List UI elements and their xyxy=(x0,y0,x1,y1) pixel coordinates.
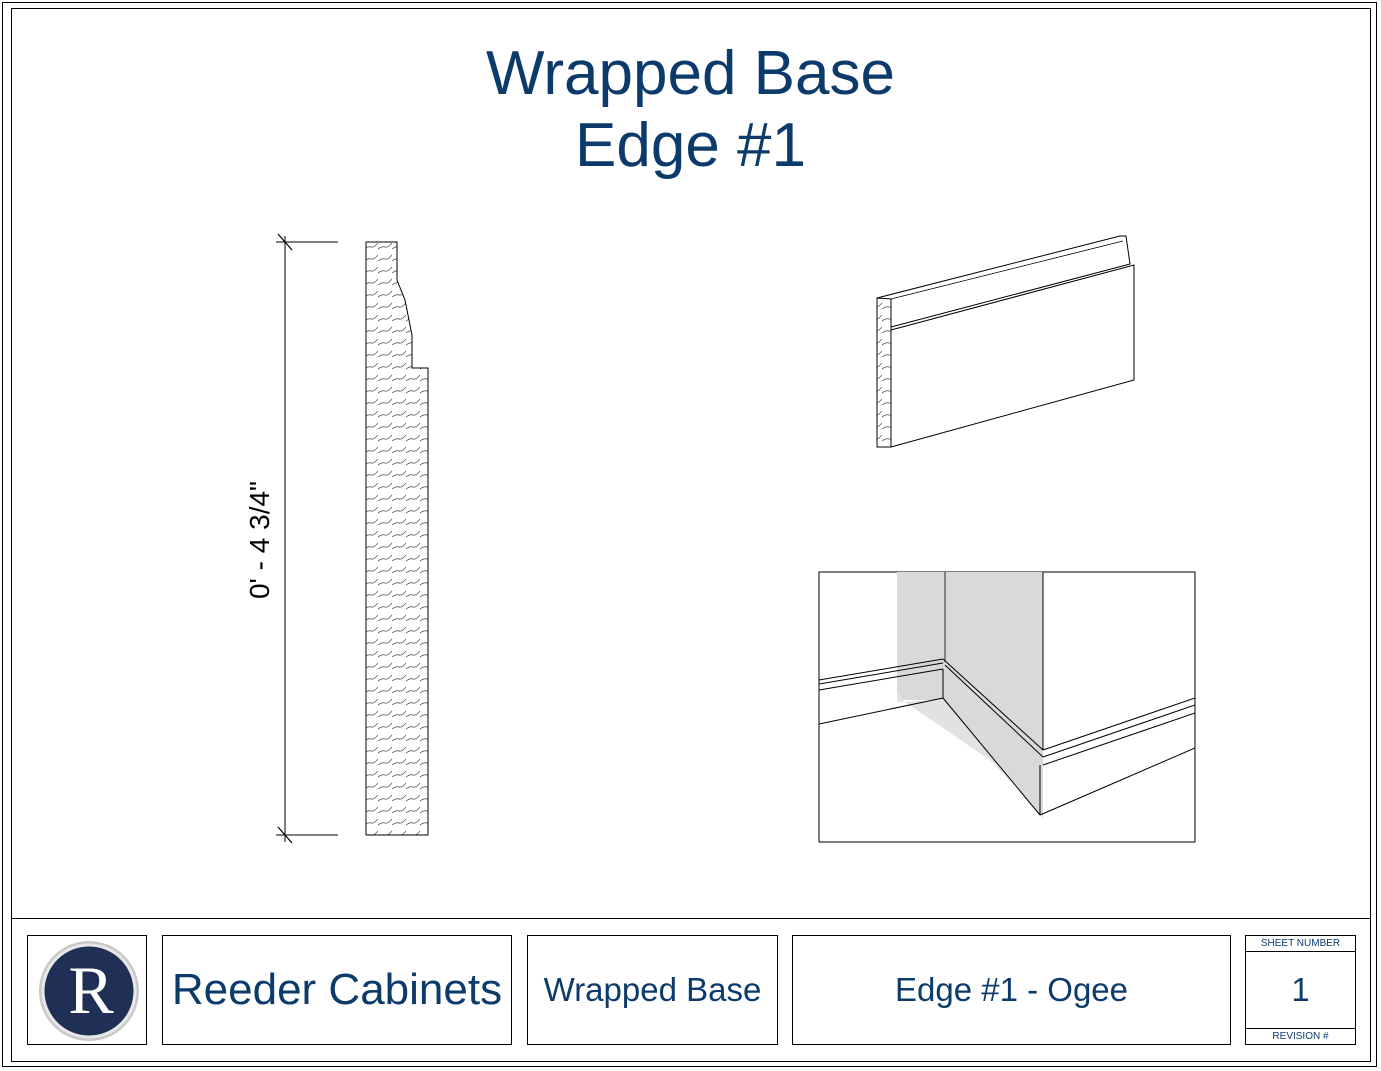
sheet-inner-border xyxy=(11,8,1371,1062)
sheet-number: 1 xyxy=(1291,971,1310,1008)
company-logo xyxy=(39,941,139,1041)
height-dimension xyxy=(276,233,338,844)
logo-box: R xyxy=(27,935,147,1045)
sheet-number-label: SHEET NUMBER xyxy=(1246,936,1355,952)
profile-section xyxy=(365,241,429,836)
edge-description-box: Edge #1 - Ogee xyxy=(792,935,1231,1045)
revision-label: REVISION # xyxy=(1246,1028,1355,1044)
corner-inset-view xyxy=(818,571,1196,843)
drawing-canvas xyxy=(276,233,1196,844)
company-name-box: Reeder Cabinets xyxy=(162,935,512,1045)
height-dimension-label: 0' - 4 3/4" xyxy=(244,481,275,600)
product-name-box: Wrapped Base xyxy=(527,935,778,1045)
sheet-title-line2: Edge #1 xyxy=(575,111,806,180)
company-name: Reeder Cabinets xyxy=(171,965,503,1014)
sheet-number-box: SHEET NUMBER 1 REVISION # xyxy=(1245,935,1356,1045)
isometric-base-view xyxy=(876,235,1135,448)
product-name: Wrapped Base xyxy=(543,971,762,1008)
logo-letter: R xyxy=(68,951,114,1028)
sheet-title-line1: Wrapped Base xyxy=(486,39,895,108)
edge-description: Edge #1 - Ogee xyxy=(895,971,1128,1008)
title-block-divider xyxy=(11,918,1371,919)
